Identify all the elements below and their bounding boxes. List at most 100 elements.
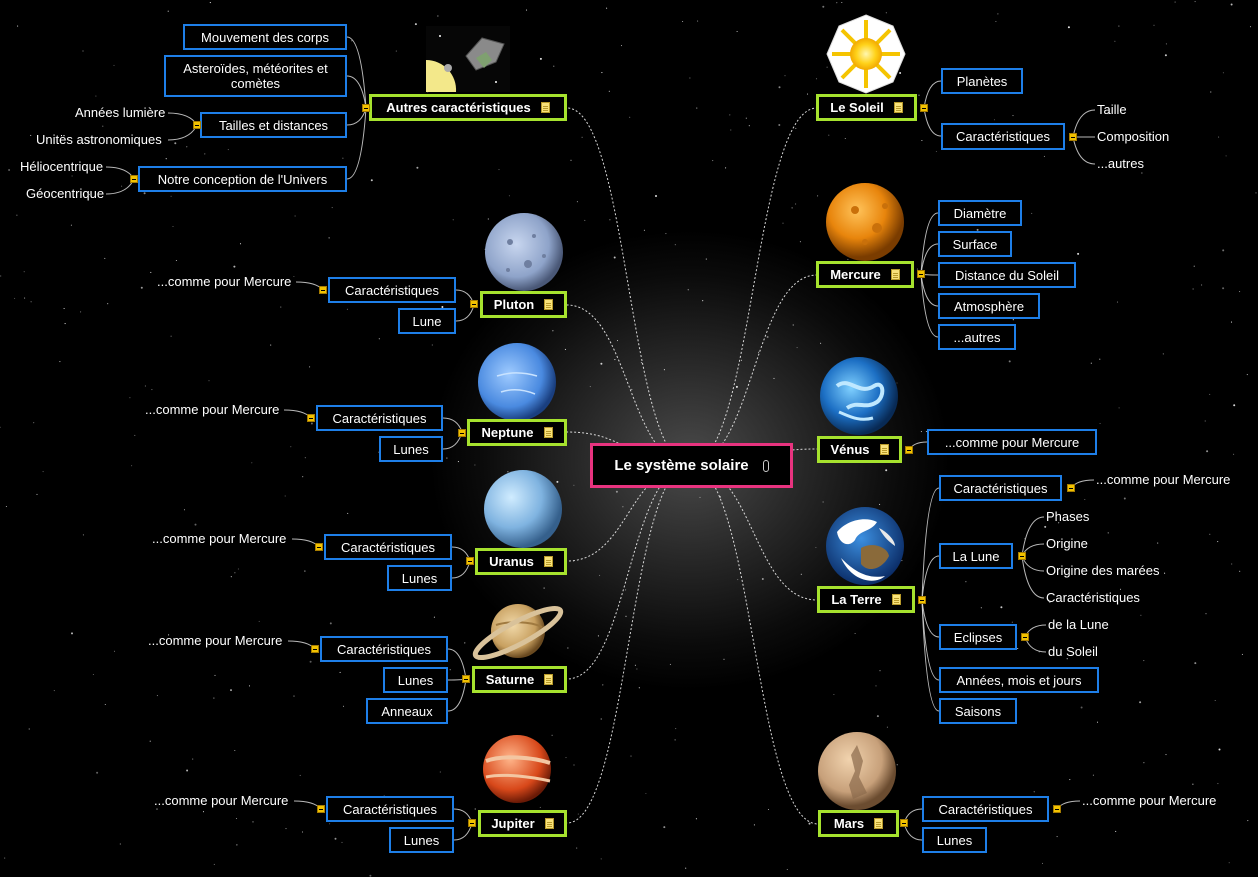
collapse-toggle[interactable] xyxy=(458,429,466,437)
terre-comme-label[interactable]: ...comme pour Mercure xyxy=(1096,472,1231,487)
saturne-node[interactable]: Saturne xyxy=(472,666,567,693)
mars-lunes-node[interactable]: Lunes xyxy=(922,827,987,853)
tailles-distances-node[interactable]: Tailles et distances xyxy=(200,112,347,138)
asteroides-node[interactable]: Asteroïdes, météorites et comètes xyxy=(164,55,347,97)
jupiter-lunes-node[interactable]: Lunes xyxy=(389,827,454,853)
jupiter-comme-label[interactable]: ...comme pour Mercure xyxy=(154,793,289,808)
collapse-toggle[interactable] xyxy=(462,675,470,683)
pluton-lune-label: Lune xyxy=(412,313,442,329)
saturne-caracteristiques-node[interactable]: Caractéristiques xyxy=(320,636,448,662)
conception-label: Notre conception de l'Univers xyxy=(157,171,328,187)
root-node[interactable]: Le système solaire xyxy=(590,443,793,488)
autres-caracteristiques-node[interactable]: Autres caractéristiques xyxy=(369,94,567,121)
pluton-caracteristiques-node[interactable]: Caractéristiques xyxy=(328,277,456,303)
collapse-toggle[interactable] xyxy=(900,819,908,827)
uranus-node[interactable]: Uranus xyxy=(475,548,567,575)
collapse-toggle[interactable] xyxy=(1021,633,1029,641)
saisons-node[interactable]: Saisons xyxy=(939,698,1017,724)
uranus-lunes-node[interactable]: Lunes xyxy=(387,565,452,591)
anneaux-node[interactable]: Anneaux xyxy=(366,698,448,724)
collapse-toggle[interactable] xyxy=(1053,805,1061,813)
collapse-toggle[interactable] xyxy=(466,557,474,565)
lune-node[interactable]: La Lune xyxy=(939,543,1013,569)
neptune-comme-label[interactable]: ...comme pour Mercure xyxy=(145,402,280,417)
sun-icon xyxy=(826,14,906,94)
collapse-toggle[interactable] xyxy=(307,414,315,422)
eclipse-soleil-label[interactable]: du Soleil xyxy=(1048,644,1098,659)
surface-node[interactable]: Surface xyxy=(938,231,1012,257)
heliocentrique-label[interactable]: Héliocentrique xyxy=(20,159,104,174)
collapse-toggle[interactable] xyxy=(193,121,201,129)
collapse-toggle[interactable] xyxy=(468,819,476,827)
annees-lumiere-label[interactable]: Années lumière xyxy=(75,105,166,120)
lune-caract-label[interactable]: Caractéristiques xyxy=(1046,590,1140,605)
mars-caracteristiques-node[interactable]: Caractéristiques xyxy=(922,796,1049,822)
soleil-autres-label[interactable]: ...autres xyxy=(1097,156,1144,171)
conception-univers-node[interactable]: Notre conception de l'Univers xyxy=(138,166,347,192)
terre-node[interactable]: La Terre xyxy=(817,586,915,613)
collapse-toggle[interactable] xyxy=(917,270,925,278)
collapse-toggle[interactable] xyxy=(315,543,323,551)
jupiter-node[interactable]: Jupiter xyxy=(478,810,567,837)
collapse-toggle[interactable] xyxy=(470,300,478,308)
collapse-toggle[interactable] xyxy=(1067,484,1075,492)
pluton-node[interactable]: Pluton xyxy=(480,291,567,318)
saturne-lunes-node[interactable]: Lunes xyxy=(383,667,448,693)
neptune-lunes-node[interactable]: Lunes xyxy=(379,436,443,462)
taille-label[interactable]: Taille xyxy=(1097,102,1127,117)
pluton-lune-node[interactable]: Lune xyxy=(398,308,456,334)
collapse-toggle[interactable] xyxy=(311,645,319,653)
terre-caracteristiques-node[interactable]: Caractéristiques xyxy=(939,475,1062,501)
eclipse-lune-label[interactable]: de la Lune xyxy=(1048,617,1109,632)
mouvement-node[interactable]: Mouvement des corps xyxy=(183,24,347,50)
collapse-toggle[interactable] xyxy=(920,104,928,112)
root-label: Le système solaire xyxy=(614,457,749,474)
composition-label[interactable]: Composition xyxy=(1097,129,1170,144)
neptune-node[interactable]: Neptune xyxy=(467,419,567,446)
mars-caract-label: Caractéristiques xyxy=(938,801,1033,817)
note-icon xyxy=(543,556,553,567)
soleil-node[interactable]: Le Soleil xyxy=(816,94,917,121)
collapse-toggle[interactable] xyxy=(319,286,327,294)
venus-comme-node[interactable]: ...comme pour Mercure xyxy=(927,429,1097,455)
collapse-toggle[interactable] xyxy=(317,805,325,813)
soleil-caracteristiques-node[interactable]: Caractéristiques xyxy=(941,123,1065,150)
atmosphere-node[interactable]: Atmosphère xyxy=(938,293,1040,319)
jupiter-caracteristiques-node[interactable]: Caractéristiques xyxy=(326,796,454,822)
distance-soleil-node[interactable]: Distance du Soleil xyxy=(938,262,1076,288)
surface-label: Surface xyxy=(952,236,998,252)
eclipses-node[interactable]: Eclipses xyxy=(939,624,1017,650)
mars-node[interactable]: Mars xyxy=(818,810,899,837)
mercure-node[interactable]: Mercure xyxy=(816,261,914,288)
note-icon xyxy=(893,102,903,113)
collapse-toggle[interactable] xyxy=(1069,133,1077,141)
soleil-planetes-node[interactable]: Planètes xyxy=(941,68,1023,94)
phases-label[interactable]: Phases xyxy=(1046,509,1090,524)
uranus-caracteristiques-node[interactable]: Caractéristiques xyxy=(324,534,452,560)
collapse-toggle[interactable] xyxy=(1018,552,1026,560)
marees-label[interactable]: Origine des marées xyxy=(1046,563,1160,578)
origine-label[interactable]: Origine xyxy=(1046,536,1088,551)
lune-label: La Lune xyxy=(952,548,1000,564)
collapse-toggle[interactable] xyxy=(362,104,370,112)
neptune-caracteristiques-node[interactable]: Caractéristiques xyxy=(316,405,443,431)
diametre-node[interactable]: Diamètre xyxy=(938,200,1022,226)
pluton-comme-label[interactable]: ...comme pour Mercure xyxy=(157,274,292,289)
mars-lunes-label: Lunes xyxy=(936,832,973,848)
pluton-title: Pluton xyxy=(493,297,535,312)
jupiter-title: Jupiter xyxy=(491,816,535,831)
mercure-autres-node[interactable]: ...autres xyxy=(938,324,1016,350)
note-icon xyxy=(543,427,553,438)
collapse-toggle[interactable] xyxy=(905,446,913,454)
collapse-toggle[interactable] xyxy=(918,596,926,604)
saturne-comme-label[interactable]: ...comme pour Mercure xyxy=(148,633,283,648)
venus-node[interactable]: Vénus xyxy=(817,436,902,463)
unites-astro-label[interactable]: Unitës astronomiques xyxy=(36,132,162,147)
annees-mois-jours-node[interactable]: Années, mois et jours xyxy=(939,667,1099,693)
uranus-lunes-label: Lunes xyxy=(401,570,438,586)
mars-comme-label[interactable]: ...comme pour Mercure xyxy=(1082,793,1217,808)
geocentrique-label[interactable]: Géocentrique xyxy=(26,186,105,201)
collapse-toggle[interactable] xyxy=(130,175,138,183)
neptune-icon xyxy=(478,343,556,421)
uranus-comme-label[interactable]: ...comme pour Mercure xyxy=(152,531,287,546)
